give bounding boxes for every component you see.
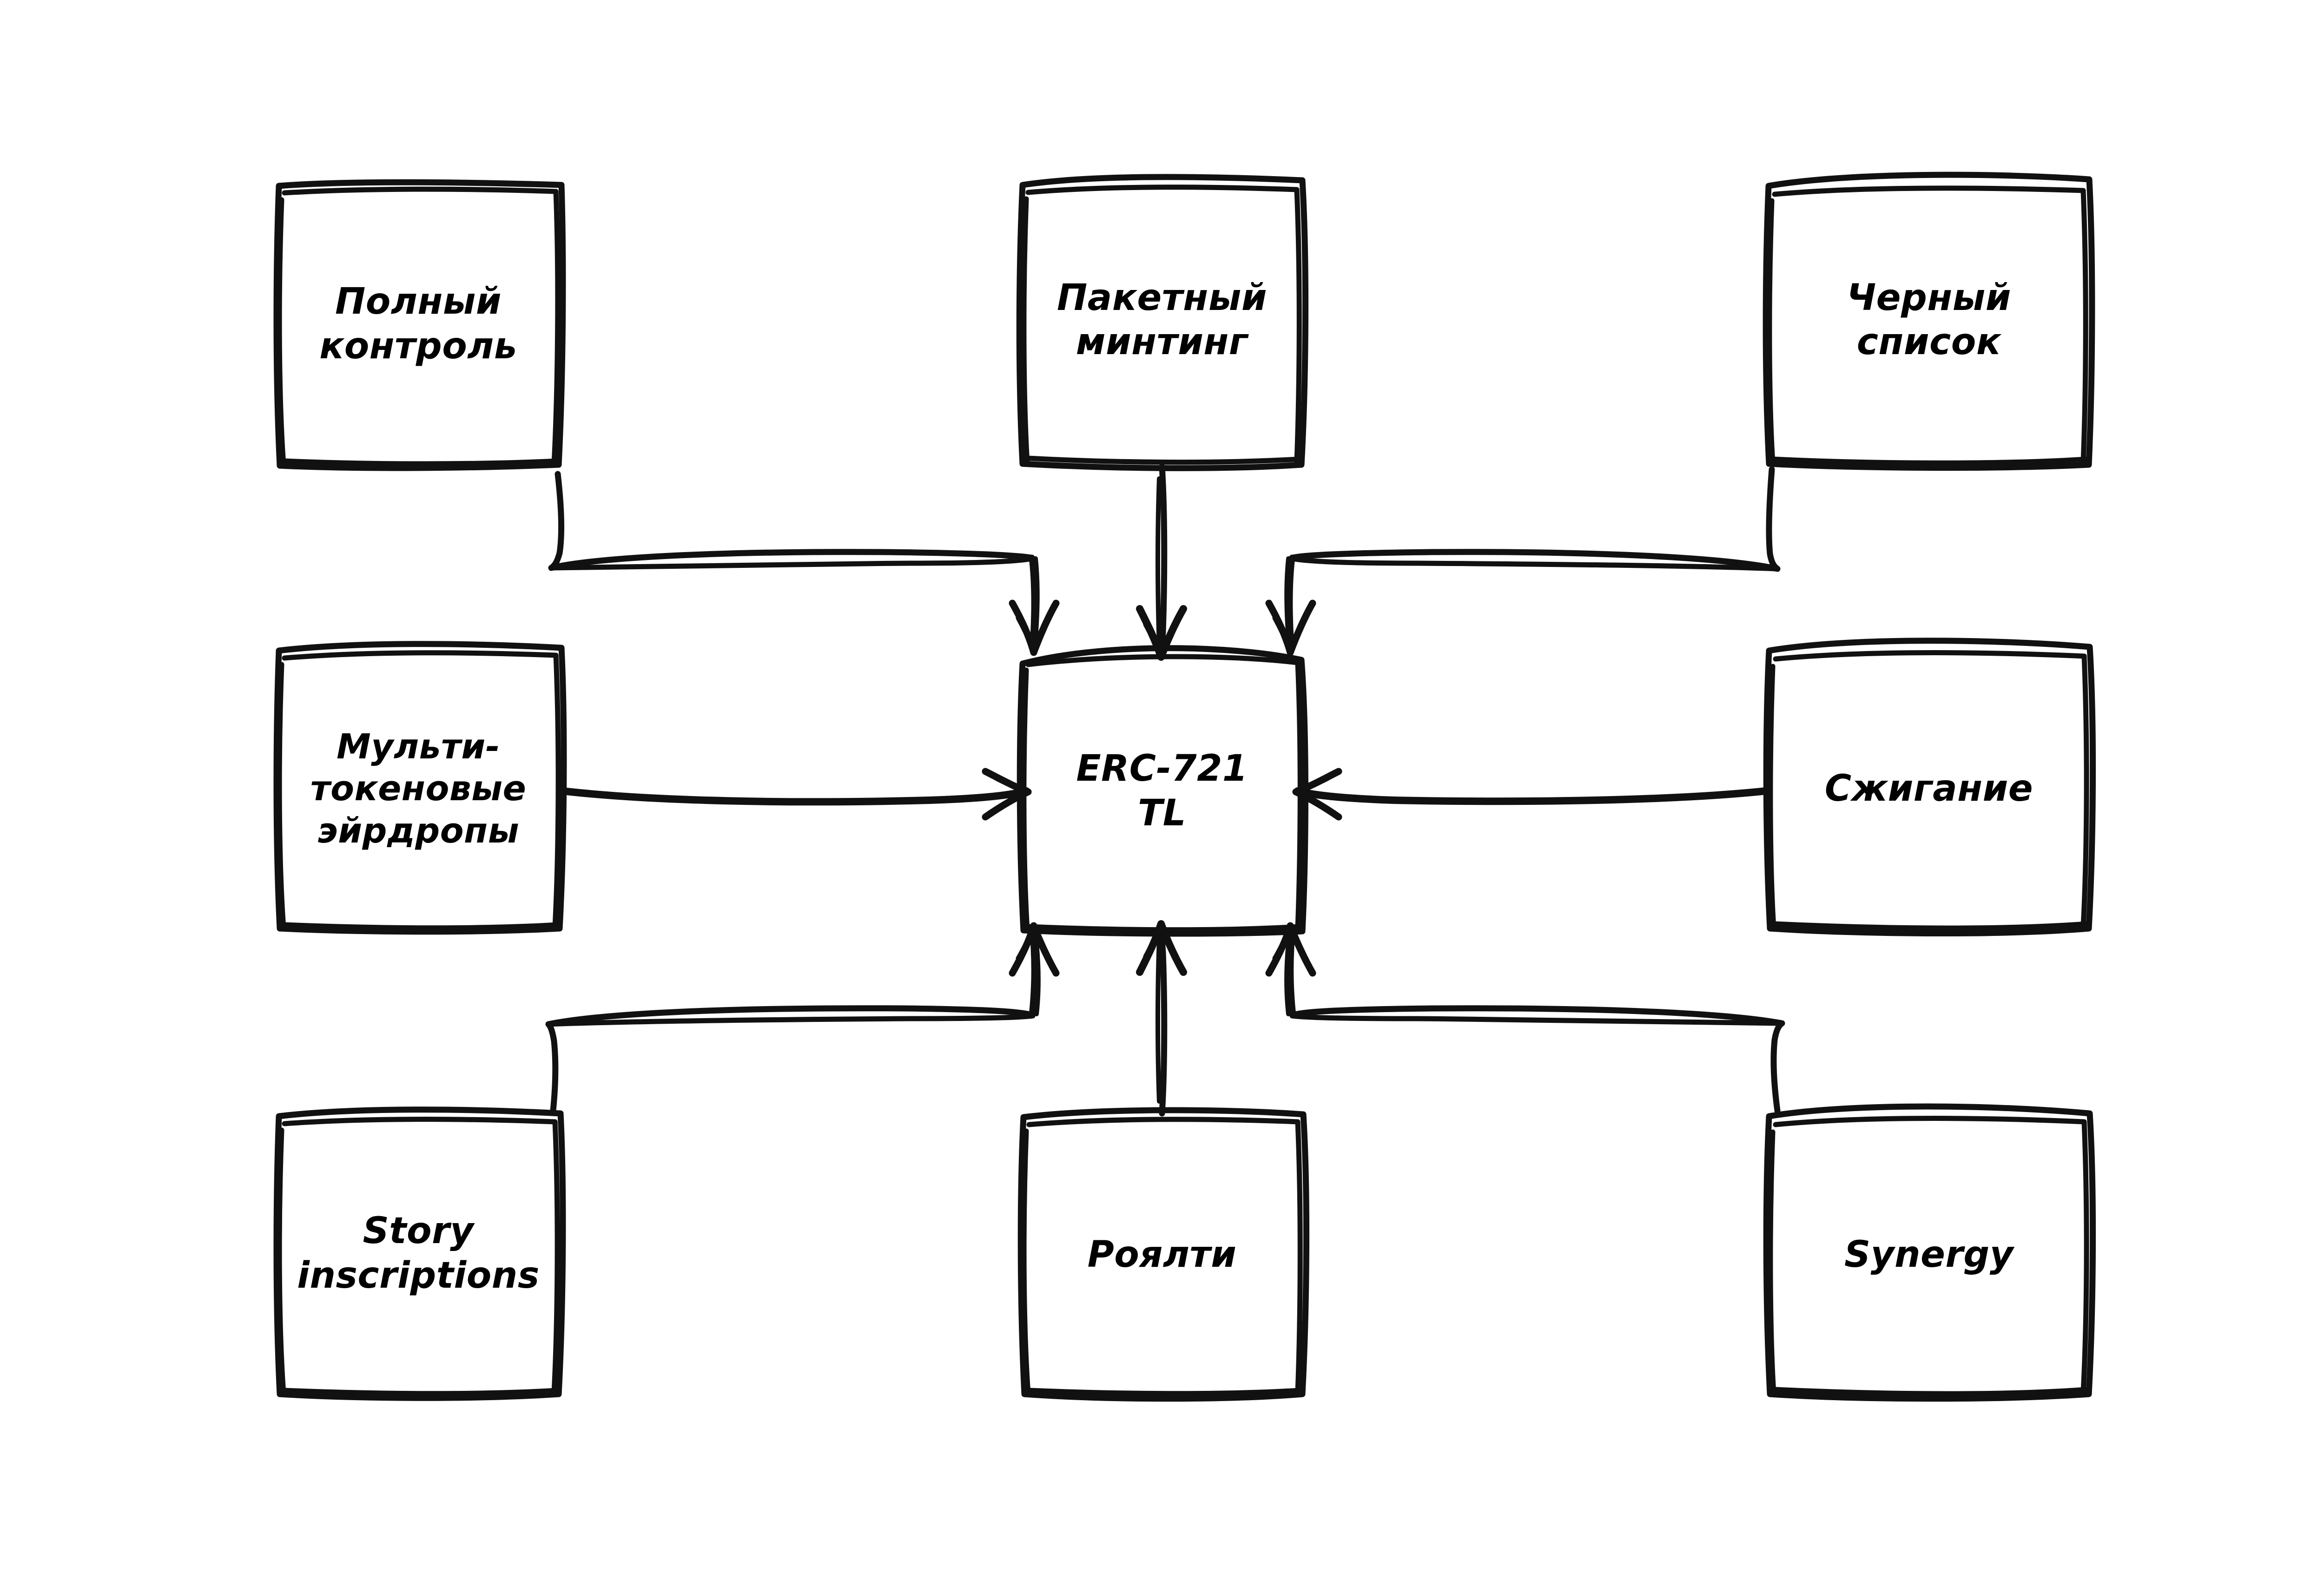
node-box-story-inscriptions[interactable] bbox=[273, 1106, 566, 1401]
node-box-multi-tokenovye-eyrdropy[interactable] bbox=[273, 641, 567, 935]
connector-multi-tokenovye-eyrdropy-to-center bbox=[559, 768, 1032, 821]
connector-polnyy-kontrol-to-center bbox=[548, 471, 1060, 656]
connector-paketnyy-minting-to-center bbox=[1136, 463, 1187, 661]
node-box-paketnyy-minting[interactable] bbox=[1016, 174, 1309, 471]
connector-royalti-to-center bbox=[1136, 920, 1187, 1117]
connector-szhiganie-to-center bbox=[1292, 768, 1770, 821]
node-box-synergy[interactable] bbox=[1763, 1103, 2096, 1402]
node-box-szhiganie[interactable] bbox=[1763, 638, 2096, 937]
node-box-erc721-tl[interactable] bbox=[1017, 645, 1308, 937]
connector-synergy-to-center bbox=[1265, 922, 1785, 1114]
connector-story-inscriptions-to-center bbox=[545, 922, 1060, 1114]
connector-chernyy-spisok-to-center bbox=[1265, 466, 1781, 656]
node-box-royalti[interactable] bbox=[1017, 1107, 1310, 1402]
node-box-polnyy-kontrol[interactable] bbox=[273, 179, 566, 471]
node-box-chernyy-spisok[interactable] bbox=[1763, 171, 2095, 471]
